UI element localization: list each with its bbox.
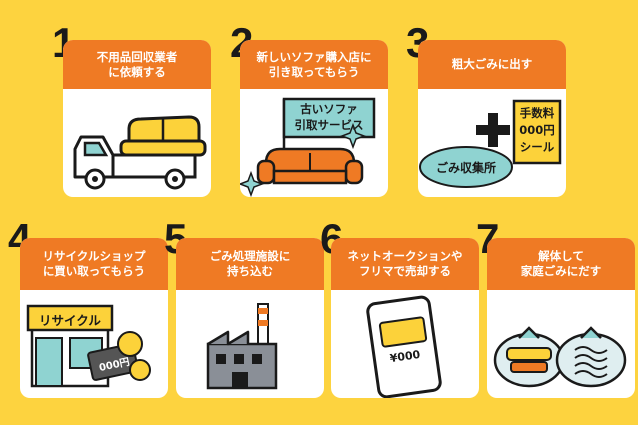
step-title-4: リサイクルショップ に買い取ってもらう [20, 238, 168, 290]
garbage-station-label: ごみ収集所 [435, 161, 496, 175]
factory-illustration [176, 290, 324, 398]
garbage-bags-icon [493, 326, 627, 388]
step-card-2: 新しいソファ購入店に 引き取ってもらう 古いソファ 引取サービス [240, 40, 388, 197]
factory-icon [206, 303, 278, 390]
sofa-icon [240, 97, 376, 197]
truck-illustration [63, 89, 211, 197]
step-title-3: 粗大ごみに出す [418, 40, 566, 89]
step-card-4: リサイクルショップ に買い取ってもらう リサイクル 000円 [20, 238, 168, 398]
step-title-7: 解体して 家庭ごみにだす [487, 238, 635, 290]
step-card-7: 解体して 家庭ごみにだす [487, 238, 635, 398]
smartphone-icon [366, 295, 442, 398]
disassembly-illustration [487, 290, 635, 398]
pickup-service-sign: 古いソファ 引取サービス [294, 102, 364, 132]
step-card-5: ごみ処理施設に 持ち込む [176, 238, 324, 398]
step-card-3: 粗大ごみに出す ごみ収集所 手数料 000円 シール [418, 40, 566, 197]
step-title-6: ネットオークションや フリマで売却する [331, 238, 479, 290]
recycle-shop-illustration: リサイクル 000円 [20, 290, 168, 398]
step-title-2: 新しいソファ購入店に 引き取ってもらう [240, 40, 388, 89]
shop-icon [26, 304, 151, 388]
step-card-1: 不用品回収業者 に依頼する [63, 40, 211, 197]
step-title-5: ごみ処理施設に 持ち込む [176, 238, 324, 290]
step-card-6: ネットオークションや フリマで売却する ¥000 [331, 238, 479, 398]
recycle-shop-sign: リサイクル [39, 313, 101, 328]
plus-icon [419, 99, 562, 188]
step-title-1: 不用品回収業者 に依頼する [63, 40, 211, 89]
fee-sticker-label: 手数料 000円 シール [519, 106, 555, 154]
truck-icon [73, 115, 207, 190]
smartphone-illustration: ¥000 [331, 290, 479, 398]
sofa-pickup-illustration: 古いソファ 引取サービス [240, 89, 388, 197]
bulky-waste-illustration: ごみ収集所 手数料 000円 シール [418, 89, 566, 197]
